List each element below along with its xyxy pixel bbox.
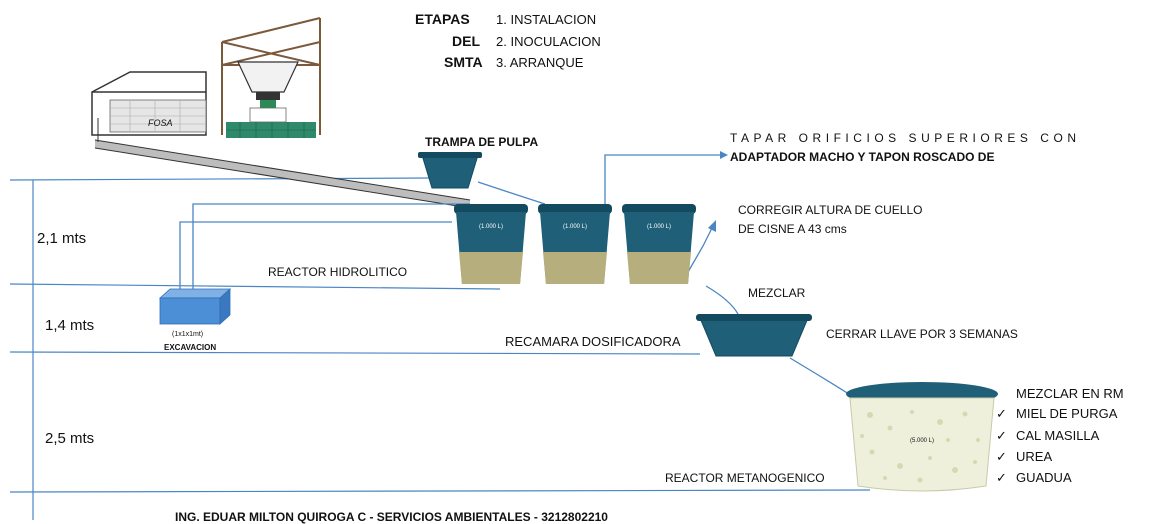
pipe-excavation-inner <box>179 221 452 296</box>
trampa-label: TRAMPA DE PULPA <box>425 135 538 149</box>
brick-base <box>226 107 316 138</box>
arrow-to-corregir <box>687 227 713 273</box>
checklist-title: MEZCLAR EN RM <box>1016 386 1124 401</box>
ground <box>94 118 471 209</box>
corregir-note-line1: CORREGIR ALTURA DE CUELLO <box>738 203 923 217</box>
recamara-label: RECAMARA DOSIFICADORA <box>505 334 681 349</box>
reactor-hidrolitico-3: (1.000 L) <box>622 204 696 284</box>
recamara-dosificadora-tank <box>696 314 812 357</box>
pipes <box>179 151 853 397</box>
level-line-4 <box>9 489 871 493</box>
excavation-box <box>158 288 232 325</box>
stages-header-2: DEL <box>452 33 480 49</box>
checklist-item-1: MIEL DE PURGA <box>1016 406 1118 421</box>
pipe-to-recamara <box>705 285 739 315</box>
level-line-3 <box>9 351 701 355</box>
level-line-2 <box>9 283 501 290</box>
check-icon: ✓ <box>996 428 1007 443</box>
footer-credit: ING. EDUAR MILTON QUIROGA C - SERVICIOS … <box>175 510 608 524</box>
checklist: MEZCLAR EN RM ✓ MIEL DE PURGA ✓ CAL MASI… <box>996 386 1124 485</box>
fosa-shed: FOSA <box>91 71 207 136</box>
reactor-hidrolitico-1: (1.000 L) <box>454 204 528 284</box>
hopper <box>237 61 299 108</box>
stage-item-1: 1. INSTALACION <box>496 12 596 27</box>
checklist-item-2: CAL MASILLA <box>1016 428 1100 443</box>
pipe-recamara-to-metanogenico <box>789 357 853 397</box>
check-icon: ✓ <box>996 470 1007 485</box>
excavation-label: EXCAVACION <box>164 343 216 352</box>
stage-item-3: 3. ARRANQUE <box>496 55 584 70</box>
tank-3-capacity: (1.000 L) <box>647 224 671 230</box>
tapar-note-line1: TAPAR ORIFICIOS SUPERIORES CON <box>730 131 1076 145</box>
check-icon: ✓ <box>996 406 1007 421</box>
trampa-tank <box>418 152 482 189</box>
checklist-item-4: GUADUA <box>1016 470 1072 485</box>
reactor-metanogenico-tank: (5.000 L) <box>846 382 998 492</box>
pipe-to-tapar-note <box>604 154 720 215</box>
stages-block: ETAPAS DEL SMTA 1. INSTALACION 2. INOCUL… <box>415 11 601 70</box>
level-label-2: 1,4 mts <box>45 317 94 334</box>
stages-header-1: ETAPAS <box>415 11 470 27</box>
big-tank-capacity: (5.000 L) <box>910 438 934 444</box>
cerrar-note: CERRAR LLAVE POR 3 SEMANAS <box>826 327 1018 341</box>
reactor-hidrolitico-2: (1.000 L) <box>538 204 612 284</box>
reactor-metanogenico-label: REACTOR METANOGENICO <box>665 471 825 485</box>
level-lines <box>9 177 871 520</box>
tapar-note-line2: ADAPTADOR MACHO Y TAPON ROSCADO DE <box>730 150 994 164</box>
level-label-3: 2,5 mts <box>45 430 94 447</box>
pipe-excavation-up <box>192 203 470 296</box>
fosa-label: FOSA <box>148 118 173 128</box>
stage-item-2: 2. INOCULACION <box>496 34 601 49</box>
stages-header-3: SMTA <box>444 54 483 70</box>
reactor-hidrolitico-label: REACTOR HIDROLITICO <box>268 265 407 279</box>
corregir-note-line2: DE CISNE A 43 cms <box>738 222 847 236</box>
level-label-1: 2,1 mts <box>37 230 86 247</box>
mezclar-label: MEZCLAR <box>748 286 806 300</box>
check-icon: ✓ <box>996 449 1007 464</box>
checklist-item-3: UREA <box>1016 449 1052 464</box>
pipe-trampa-to-tank <box>477 181 546 205</box>
excavation-dims: (1x1x1mt) <box>172 331 203 338</box>
tank-2-capacity: (1.000 L) <box>563 224 587 230</box>
level-line-1 <box>9 177 431 181</box>
tank-1-capacity: (1.000 L) <box>479 224 503 230</box>
